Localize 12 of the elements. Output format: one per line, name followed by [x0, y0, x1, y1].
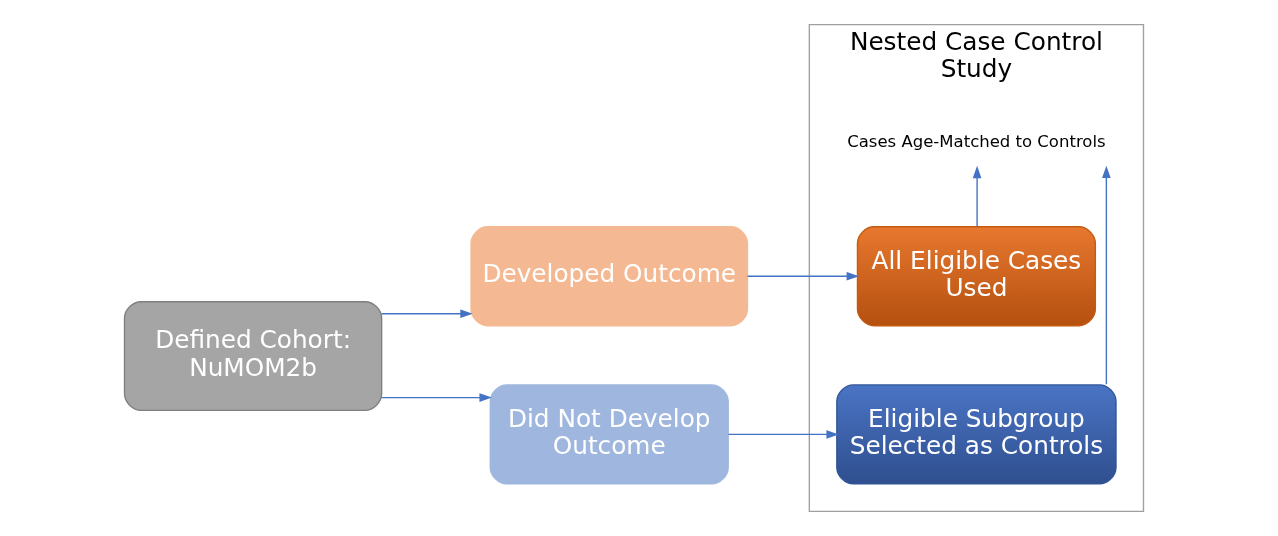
arrow [380, 309, 473, 319]
arrow [1101, 165, 1111, 385]
node-box: All Eligible Cases Used [856, 226, 1096, 327]
arrow [727, 430, 839, 439]
node-box: Developed Outcome [469, 226, 748, 327]
node-box: Defined Cohort: NuMOM2b [123, 301, 382, 411]
arrow [746, 271, 859, 281]
node-box: Eligible Subgroup Selected as Controls [835, 384, 1117, 485]
node-text: Cases Age-Matched to Controls [846, 132, 1106, 152]
node-box: Did Not Develop Outcome [489, 384, 729, 485]
arrow [380, 393, 492, 402]
arrow [972, 165, 981, 228]
